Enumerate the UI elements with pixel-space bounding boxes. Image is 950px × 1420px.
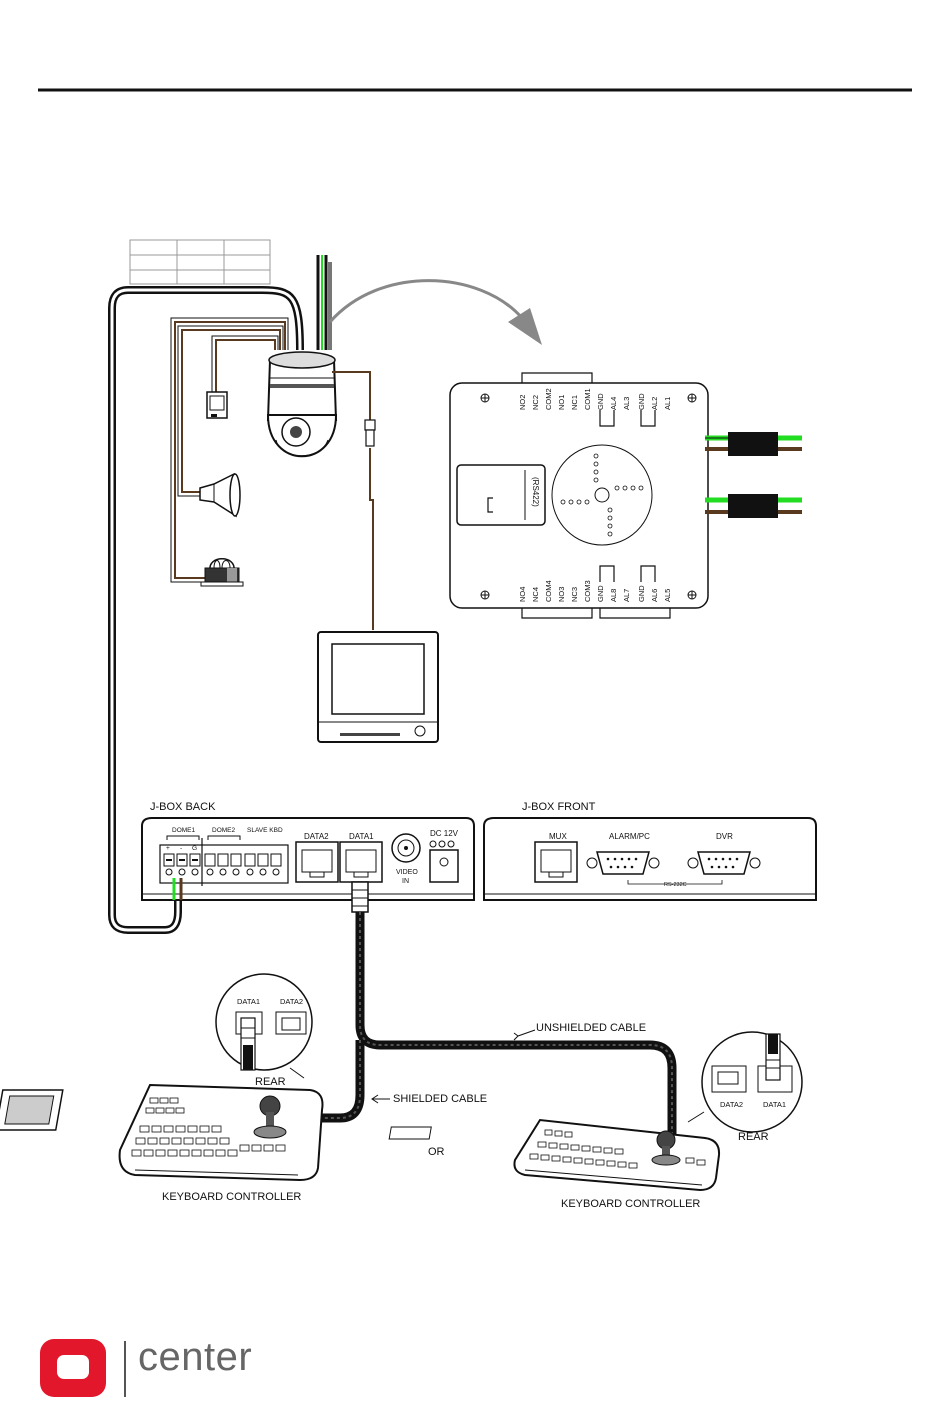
terminal-label: NC3 [570, 587, 579, 602]
alarm-pc-label: ALARM/PC [609, 832, 650, 841]
right-keyboard-controller [388, 1118, 721, 1192]
term-minus-label: - [180, 845, 182, 852]
in-label: IN [402, 878, 409, 885]
terminal-label: GND [637, 393, 646, 410]
jbox-front-labels: MUX ALARM/PC DVR RS-232C [549, 832, 733, 888]
alarm-io-wires-dark [170, 317, 289, 583]
curved-arrow-head [508, 308, 542, 345]
right-rear-inset [687, 1031, 803, 1133]
inset-left-data1: DATA1 [237, 997, 260, 1006]
brand-logo: center [40, 1335, 340, 1407]
terminal-label: COM4 [544, 580, 553, 602]
jbox-front-panel [483, 817, 817, 901]
camera-top-wires [316, 255, 332, 350]
dvr-label: DVR [716, 832, 733, 841]
terminal-label: GND [637, 585, 646, 602]
terminal-label: AL1 [663, 397, 672, 410]
dc12v-label: DC 12V [430, 829, 459, 838]
cable-callouts [371, 1029, 536, 1104]
keyboard-controller-right-label: KEYBOARD CONTROLLER [561, 1198, 700, 1210]
dome-camera [266, 351, 338, 458]
terminal-label: NC2 [531, 395, 540, 410]
brand-mark-icon [40, 1339, 106, 1397]
terminal-label: NO4 [518, 587, 527, 602]
data1-label: DATA1 [349, 832, 374, 841]
door-sensor-icon [206, 391, 228, 419]
alarm-board-bottom-terminals: NO4 NC4 COM4 NO3 NC3 COM3 GND AL8 AL7 GN… [518, 580, 672, 602]
terminal-label: AL8 [609, 589, 618, 602]
jbox-front-title: J-BOX FRONT [522, 801, 596, 813]
rs422-label: (RS422) [531, 477, 540, 507]
terminal-label: COM2 [544, 388, 553, 410]
dome2-label: DOME2 [212, 827, 236, 834]
terminal-label: AL6 [650, 589, 659, 602]
rear-right-label: REAR [738, 1131, 769, 1143]
term-g-label: G [192, 845, 197, 852]
alarm-io-wires [174, 321, 286, 579]
terminal-label: AL2 [650, 397, 659, 410]
data2-label: DATA2 [304, 832, 329, 841]
terminal-label: NC1 [570, 395, 579, 410]
left-rear-inset [215, 973, 313, 1079]
video-cable [332, 371, 374, 630]
jbox-back-labels: DOME1 DOME2 SLAVE KBD + - G DATA2 DATA1 … [166, 827, 459, 885]
terminal-label: NC4 [531, 587, 540, 602]
wire-connector-1 [705, 432, 802, 456]
jbox-back-title: J-BOX BACK [150, 801, 216, 813]
terminal-label: GND [596, 393, 605, 410]
terminal-label: NO2 [518, 395, 527, 410]
brand-name: center [138, 1335, 253, 1379]
mux-label: MUX [549, 832, 567, 841]
wire-color-table [129, 239, 271, 285]
inset-right-data1: DATA1 [763, 1100, 786, 1109]
dome1-label: DOME1 [172, 827, 196, 834]
shielded-cable-label: SHIELDED CABLE [393, 1093, 487, 1105]
bnc-connector-icon [364, 419, 376, 447]
terminal-label: AL5 [663, 589, 672, 602]
alarm-board-top-terminals: NO2 NC2 COM2 NO1 NC1 COM1 GND AL4 AL3 GN… [518, 388, 672, 410]
inset-left-data2: DATA2 [280, 997, 303, 1006]
brand-separator [124, 1341, 126, 1397]
keyboard-controller-left-label: KEYBOARD CONTROLLER [162, 1191, 301, 1203]
curved-arrow [328, 279, 524, 323]
unshielded-cable-label: UNSHIELDED CABLE [536, 1022, 646, 1034]
terminal-label: AL3 [622, 397, 631, 410]
terminal-label: COM1 [583, 388, 592, 410]
jbox-back-panel [141, 817, 475, 901]
terminal-label: NO1 [557, 395, 566, 410]
terminal-wires [172, 878, 183, 900]
wire-connector-2 [705, 494, 802, 518]
term-plus-label: + [166, 845, 170, 852]
rear-left-label: REAR [255, 1076, 286, 1088]
or-label: OR [428, 1146, 445, 1158]
terminal-label: AL4 [609, 397, 618, 410]
terminal-label: AL7 [622, 589, 631, 602]
siren-icon [199, 472, 241, 518]
rj-plug-icon [351, 881, 369, 913]
alarm-light-icon [200, 558, 244, 587]
alarm-board [449, 372, 709, 619]
inset-right-data2: DATA2 [720, 1100, 743, 1109]
video-label: VIDEO [396, 869, 418, 876]
slave-kbd-label: SLAVE KBD [247, 827, 283, 834]
left-keyboard-controller [0, 1083, 324, 1182]
terminal-label: COM3 [583, 580, 592, 602]
rs232c-label: RS-232C [664, 882, 687, 888]
monitor [317, 631, 439, 743]
terminal-label: GND [596, 585, 605, 602]
shielded-cable [318, 1040, 365, 1123]
terminal-label: NO3 [557, 587, 566, 602]
